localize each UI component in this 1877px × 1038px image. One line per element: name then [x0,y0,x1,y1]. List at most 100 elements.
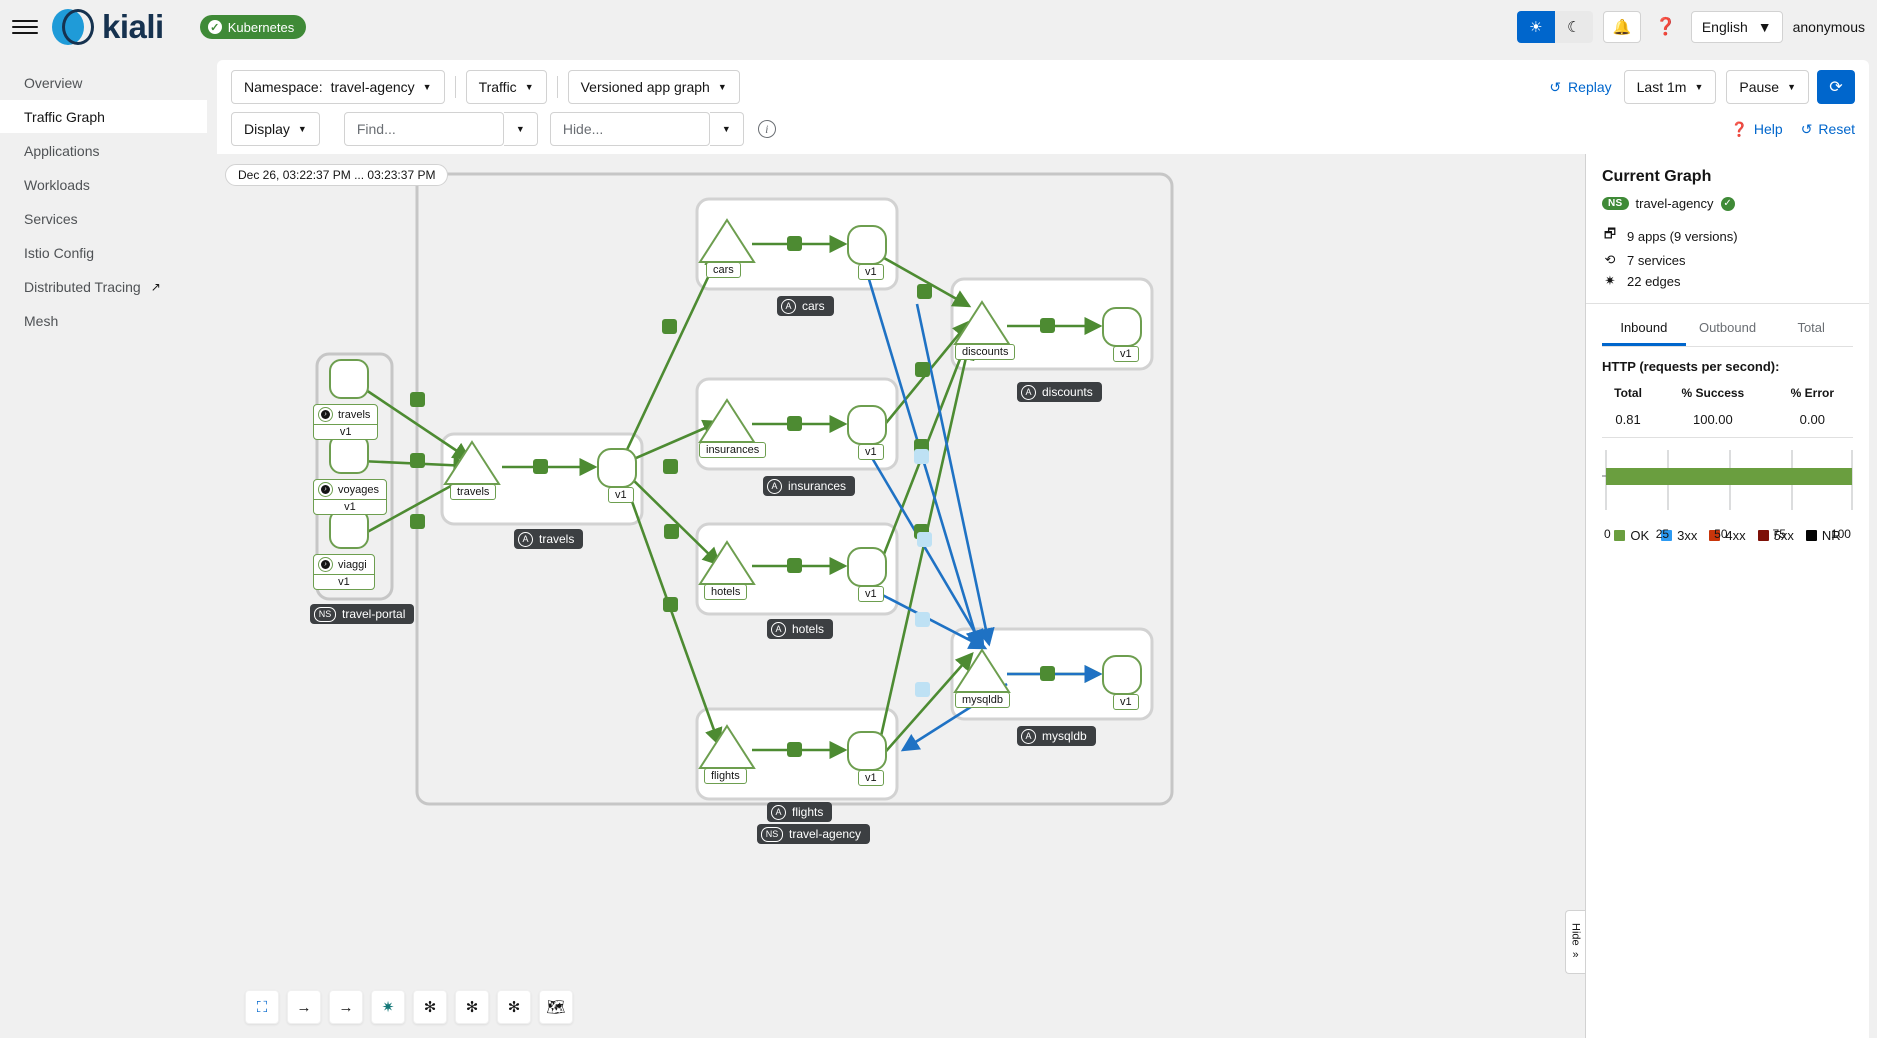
node-version-mysqldb[interactable]: v1 [1113,694,1139,710]
app-badge-discounts[interactable]: A discounts [1017,382,1102,402]
node-label-insurances[interactable]: insurances [699,442,767,458]
fit-to-screen-icon[interactable]: ⛶ [245,990,279,1024]
legend-map-icon[interactable]: 🗺 [539,990,573,1024]
ns-badge-travel-portal[interactable]: NS travel-portal [310,604,415,624]
layout-concentric-icon[interactable]: ✻ [455,990,489,1024]
app-badge-flights[interactable]: A flights [767,802,833,822]
help-icon[interactable]: ❓ [1655,17,1677,36]
tab-inbound[interactable]: Inbound [1602,310,1686,346]
node-version-flights[interactable]: v1 [858,770,884,786]
app-badge-insurances[interactable]: A insurances [763,476,856,496]
help-button[interactable]: ❓ Help [1730,121,1782,138]
hide-label: Hide [1569,923,1582,946]
sidebar-item-mesh[interactable]: Mesh [0,304,207,337]
refresh-button[interactable]: ⟳ [1817,70,1855,104]
app-badge-travels[interactable]: A travels [514,529,584,549]
moon-icon[interactable]: ☾ [1554,11,1593,43]
toolbar-row-2: Display ▼ Find... ▼ Hide... ▼ i ❓ H [231,112,1855,146]
side-panel-collapse-toggle[interactable]: Hide » [1565,910,1585,974]
hide-dropdown-toggle[interactable]: ▼ [709,112,744,146]
node-version-discounts[interactable]: v1 [1113,346,1139,362]
node-label-hotels[interactable]: hotels [704,584,748,600]
node-label-travels[interactable]: travels [450,484,497,500]
replay-icon: ↺ [1549,78,1562,95]
reset-button[interactable]: ↺ Reset [1801,121,1855,138]
sidebar-item-distributed-tracing[interactable]: Distributed Tracing ↗ [0,270,207,303]
layout-breadthfirst-icon[interactable]: ✻ [497,990,531,1024]
sidebar-item-applications[interactable]: Applications [0,134,207,167]
replay-button[interactable]: ↺ Replay [1549,79,1611,96]
ns-badge-travel-agency[interactable]: NS travel-agency [757,824,871,844]
legend-item-3xx[interactable]: 3xx [1661,528,1697,543]
namespace-selector[interactable]: Namespace: travel-agency ▼ [231,70,445,104]
legend-item-nr[interactable]: NR [1805,528,1841,543]
node-label-mysqldb[interactable]: mysqldb [955,692,1010,708]
display-menu-button[interactable]: Display ▼ [231,112,320,146]
divider [454,76,456,98]
layout-grid-icon[interactable]: ✻ [413,990,447,1024]
info-icon[interactable]: i [757,120,776,138]
sidebar-item-overview[interactable]: Overview [0,66,207,99]
brand-logo[interactable]: kiali [52,7,164,47]
arrow-right-icon[interactable]: → [287,990,321,1024]
layout-dagre-icon[interactable]: ✷ [371,990,405,1024]
node-label-flights[interactable]: flights [704,768,747,784]
graph-type-selector[interactable]: Versioned app graph ▼ [567,70,740,104]
app-icon: A [771,804,786,820]
sidebar-item-workloads[interactable]: Workloads [0,168,207,201]
bell-icon[interactable]: 🔔 [1602,11,1641,43]
tab-total[interactable]: Total [1797,320,1825,335]
app-chip-version: v1 [314,424,378,439]
language-select[interactable]: English ▼ [1690,11,1783,43]
app-chip-travels[interactable]: › travels v1 [313,404,379,440]
theme-toggle-group[interactable]: ☀ ☾ [1516,11,1593,43]
graph-svg [315,172,1174,806]
user-menu[interactable]: anonymous [1792,19,1865,35]
http-rate-chart: 0 25 50 75 100 [1602,444,1853,541]
traffic-graph-canvas[interactable]: Dec 26, 03:22:37 PM ... 03:23:37 PM [217,154,1585,1038]
node-version-cars[interactable]: v1 [858,264,884,280]
hide-input[interactable]: Hide... [549,112,710,146]
tab-outbound[interactable]: Outbound [1698,320,1757,335]
node-version-insurances[interactable]: v1 [858,444,884,460]
graph-side-panel: Current Graph NS travel-agency ✓ 🗗 9 app… [1565,154,1869,1038]
stat-apps: 🗗 9 apps (9 versions) [1602,225,1853,247]
cluster-badge[interactable]: ✓ Kubernetes [199,15,307,39]
time-range-selector[interactable]: Last 1m ▼ [1623,70,1717,104]
divider [1602,437,1853,438]
app-chip-voyages[interactable]: › voyages v1 [313,479,387,515]
sidebar-item-istio-config[interactable]: Istio Config [0,236,207,269]
find-input[interactable]: Find... [343,112,504,146]
traffic-selector[interactable]: Traffic ▼ [465,70,547,104]
app-icon: A [1021,728,1036,744]
app-chip-viaggi[interactable]: › viaggi v1 [313,554,375,590]
refresh-interval-selector[interactable]: Pause ▼ [1726,70,1809,104]
node-version-hotels[interactable]: v1 [858,586,884,602]
chart-legend: OK 3xx 4xx 5xx NR [1602,528,1853,543]
side-panel-tabs: Inbound Outbound Total [1602,310,1853,347]
legend-item-5xx[interactable]: 5xx [1757,528,1794,543]
graph-type-label: Versioned app graph [580,79,710,95]
app-badge-cars[interactable]: A cars [777,296,834,316]
sun-icon[interactable]: ☀ [1516,11,1555,43]
arrow-right-alt-icon[interactable]: → [329,990,363,1024]
sidebar-item-services[interactable]: Services [0,202,207,235]
legend-label-3xx: 3xx [1677,528,1698,543]
node-version-travels[interactable]: v1 [608,487,634,503]
app-badge-hotels[interactable]: A hotels [767,619,834,639]
node-label-cars[interactable]: cars [706,262,741,278]
find-dropdown-toggle[interactable]: ▼ [503,112,538,146]
stat-edges-label: 22 edges [1627,273,1681,289]
find-placeholder: Find... [356,121,396,137]
app-icon: A [518,531,533,547]
apps-icon: 🗗 [1603,226,1617,241]
sidebar-item-traffic-graph[interactable]: Traffic Graph [0,100,207,133]
refresh-mode-value: Pause [1739,79,1780,95]
node-label-discounts[interactable]: discounts [955,344,1016,360]
xtick-0: 0 [1604,527,1611,541]
legend-item-ok[interactable]: OK [1614,528,1649,543]
menu-toggle-icon[interactable] [12,17,38,37]
sidebar-item-label: Traffic Graph [24,108,105,125]
app-badge-mysqldb[interactable]: A mysqldb [1017,726,1096,746]
legend-item-4xx[interactable]: 4xx [1709,528,1746,543]
